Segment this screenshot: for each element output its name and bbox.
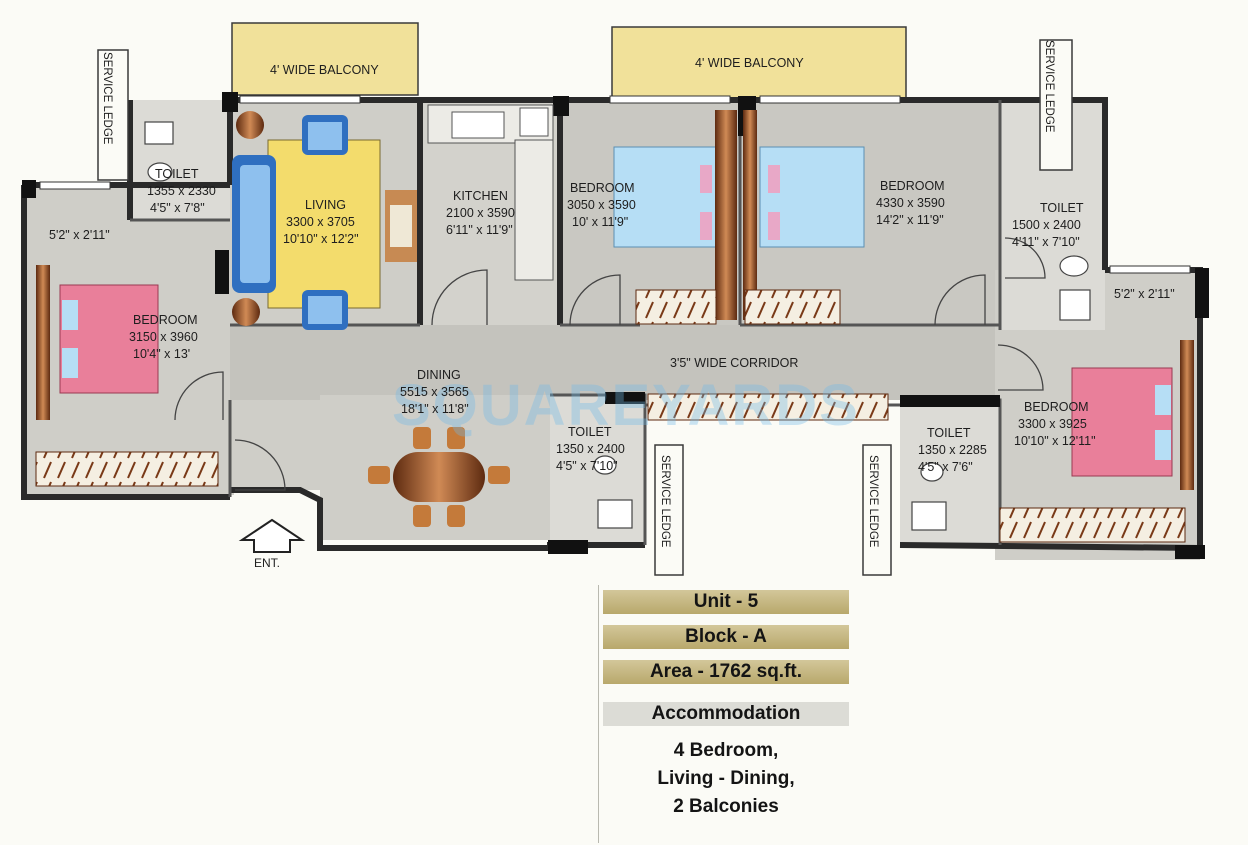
service-ledge-label-3: SERVICE LEDGE [659,455,671,548]
bedroom-3-metric: 4330 x 3590 [876,196,945,210]
balcony-label-left: 4' WIDE BALCONY [270,63,379,77]
bedroom-2-name: BEDROOM [570,181,635,195]
dining-table [368,427,510,527]
unit-title: Unit - 5 [603,590,849,614]
floor-areas [24,100,1200,560]
toilet-4-metric: 1350 x 2285 [918,443,987,457]
room-labels: LIVING 3300 x 3705 10'10" x 12'2" KITCHE… [49,167,1175,474]
service-ledge-label-4: SERVICE LEDGE [867,455,879,548]
bedroom-2-metric: 3050 x 3590 [567,198,636,212]
ledge-left-dim: 5'2" x 2'11" [49,228,110,242]
living-rug [267,139,381,309]
dining-imperial: 18'1" x 11'8" [401,402,469,416]
accommodation-list: 4 Bedroom, Living - Dining, 2 Balconies [603,737,849,821]
toilet-3-name: TOILET [568,425,612,439]
bedroom-3-imperial: 14'2" x 11'9" [876,213,944,227]
living-metric: 3300 x 3705 [286,215,355,229]
toilet-2-metric: 1500 x 2400 [1012,218,1081,232]
accommodation-line-3: 2 Balconies [673,796,779,817]
balcony-label-right: 4' WIDE BALCONY [695,56,804,70]
wardrobes [35,289,1186,543]
service-ledge-label-2: SERVICE LEDGE [1043,40,1055,133]
service-ledges [97,39,1073,576]
doors [174,237,1046,491]
kitchen-metric: 2100 x 3590 [446,206,515,220]
balcony-right [611,26,907,100]
side-table-bottom [232,298,260,326]
accommodation-line-2: Living - Dining, [657,768,795,789]
accommodation-title: Accommodation [603,702,849,726]
balcony-left [231,22,419,96]
kitchen-name: KITCHEN [453,189,508,203]
toilet-1-name: TOILET [155,167,199,181]
side-table-top [236,111,264,139]
living-name: LIVING [305,198,346,212]
toilet-1-metric: 1355 x 2330 [147,184,216,198]
bedroom-2-imperial: 10' x 11'9" [572,215,628,229]
unit-info-panel: Unit - 5 Block - A Area - 1762 sq.ft. Ac… [598,585,851,843]
beds [36,110,1194,490]
toilet-3-metric: 1350 x 2400 [556,442,625,456]
kitchen-imperial: 6'11" x 11'9" [446,223,513,237]
bedroom-4-metric: 3300 x 3925 [1018,417,1087,431]
toilet-4-imperial: 4'5" x 7'6" [918,460,973,474]
block-title: Block - A [603,625,849,649]
toilet-3-imperial: 4'5" x 7'10" [556,459,618,473]
service-ledge-label-1: SERVICE LEDGE [101,52,113,145]
entrance-label: ENT. [254,556,281,570]
balconies [231,22,907,100]
bedroom-1-metric: 3150 x 3960 [129,330,198,344]
toilet-2-imperial: 4'11" x 7'10" [1012,235,1080,249]
wall-columns [22,92,1209,559]
area-title: Area - 1762 sq.ft. [603,660,849,684]
bedroom-4-name: BEDROOM [1024,400,1089,414]
bedroom-1-imperial: 10'4" x 13' [133,347,190,361]
corridor-label: 3'5" WIDE CORRIDOR [670,356,798,370]
toilet-2-name: TOILET [1040,201,1084,215]
bedroom-1-name: BEDROOM [133,313,198,327]
entrance-arrow-icon [238,518,306,553]
bedroom-3-name: BEDROOM [880,179,945,193]
accommodation-line-1: 4 Bedroom, [673,740,779,761]
toilet-fixtures [144,121,1091,531]
dining-name: DINING [417,368,461,382]
ledge-right-dim: 5'2" x 2'11" [1114,287,1175,301]
living-furniture [232,111,417,330]
toilet-1-imperial: 4'5" x 7'8" [150,201,205,215]
dining-metric: 5515 x 3565 [400,385,469,399]
windows [39,95,1191,274]
toilet-4-name: TOILET [927,426,971,440]
bedroom-4-imperial: 10'10" x 12'11" [1014,434,1096,448]
living-imperial: 10'10" x 12'2" [283,232,359,246]
watermark: SQUAREYARDS [392,373,860,438]
kitchen-fixtures [427,104,554,281]
